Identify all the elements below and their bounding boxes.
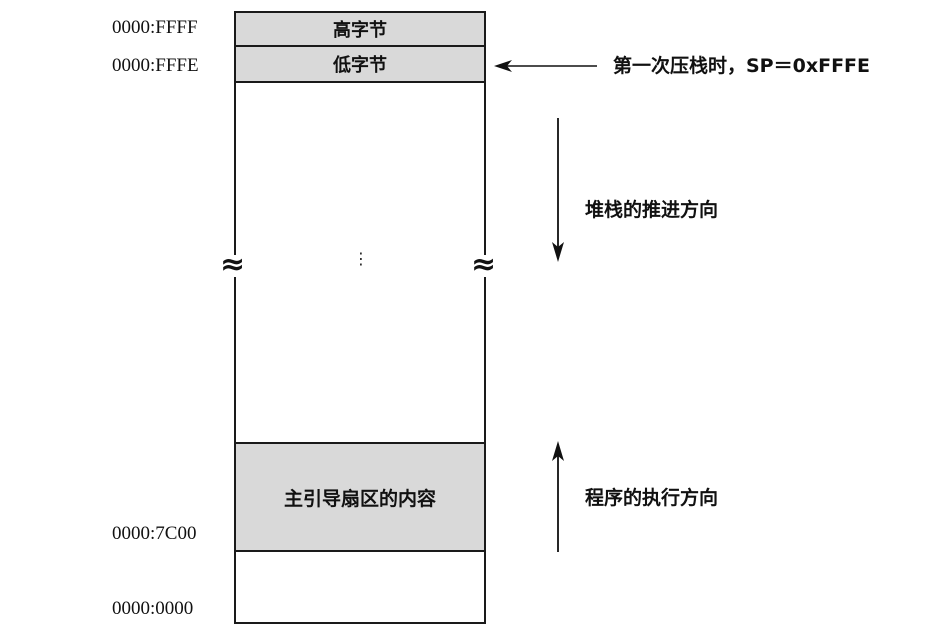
left-break-gap xyxy=(230,255,240,277)
high-byte-cell: 高字节 xyxy=(234,11,486,47)
memory-column xyxy=(234,11,486,624)
first-push-annotation: 第一次压栈时，SP＝0xFFFE xyxy=(613,55,871,77)
boot-sector-label: 主引导扇区的内容 xyxy=(283,487,436,510)
address-7c00: 0000:7C00 xyxy=(112,523,197,544)
pointer-arrow xyxy=(494,60,597,72)
stack-direction-arrow xyxy=(552,118,564,262)
right-break-mark: ≈ xyxy=(471,247,497,282)
right-break-gap xyxy=(482,255,492,277)
left-break-mark: ≈ xyxy=(220,247,246,282)
address-0000: 0000:0000 xyxy=(112,598,194,619)
high-byte-label: 高字节 xyxy=(333,20,387,41)
low-byte-cell: 低字节 xyxy=(234,45,486,83)
vertical-ellipsis: ⋮ xyxy=(353,249,369,268)
address-fffe: 0000:FFFE xyxy=(112,55,199,76)
exec-direction-arrow xyxy=(552,441,564,552)
address-ffff: 0000:FFFF xyxy=(112,17,198,38)
exec-direction-annotation: 程序的执行方向 xyxy=(585,487,719,509)
low-byte-label: 低字节 xyxy=(333,55,387,76)
boot-sector-cell: 主引导扇区的内容 xyxy=(234,442,486,552)
stack-direction-annotation: 堆栈的推进方向 xyxy=(585,199,719,221)
